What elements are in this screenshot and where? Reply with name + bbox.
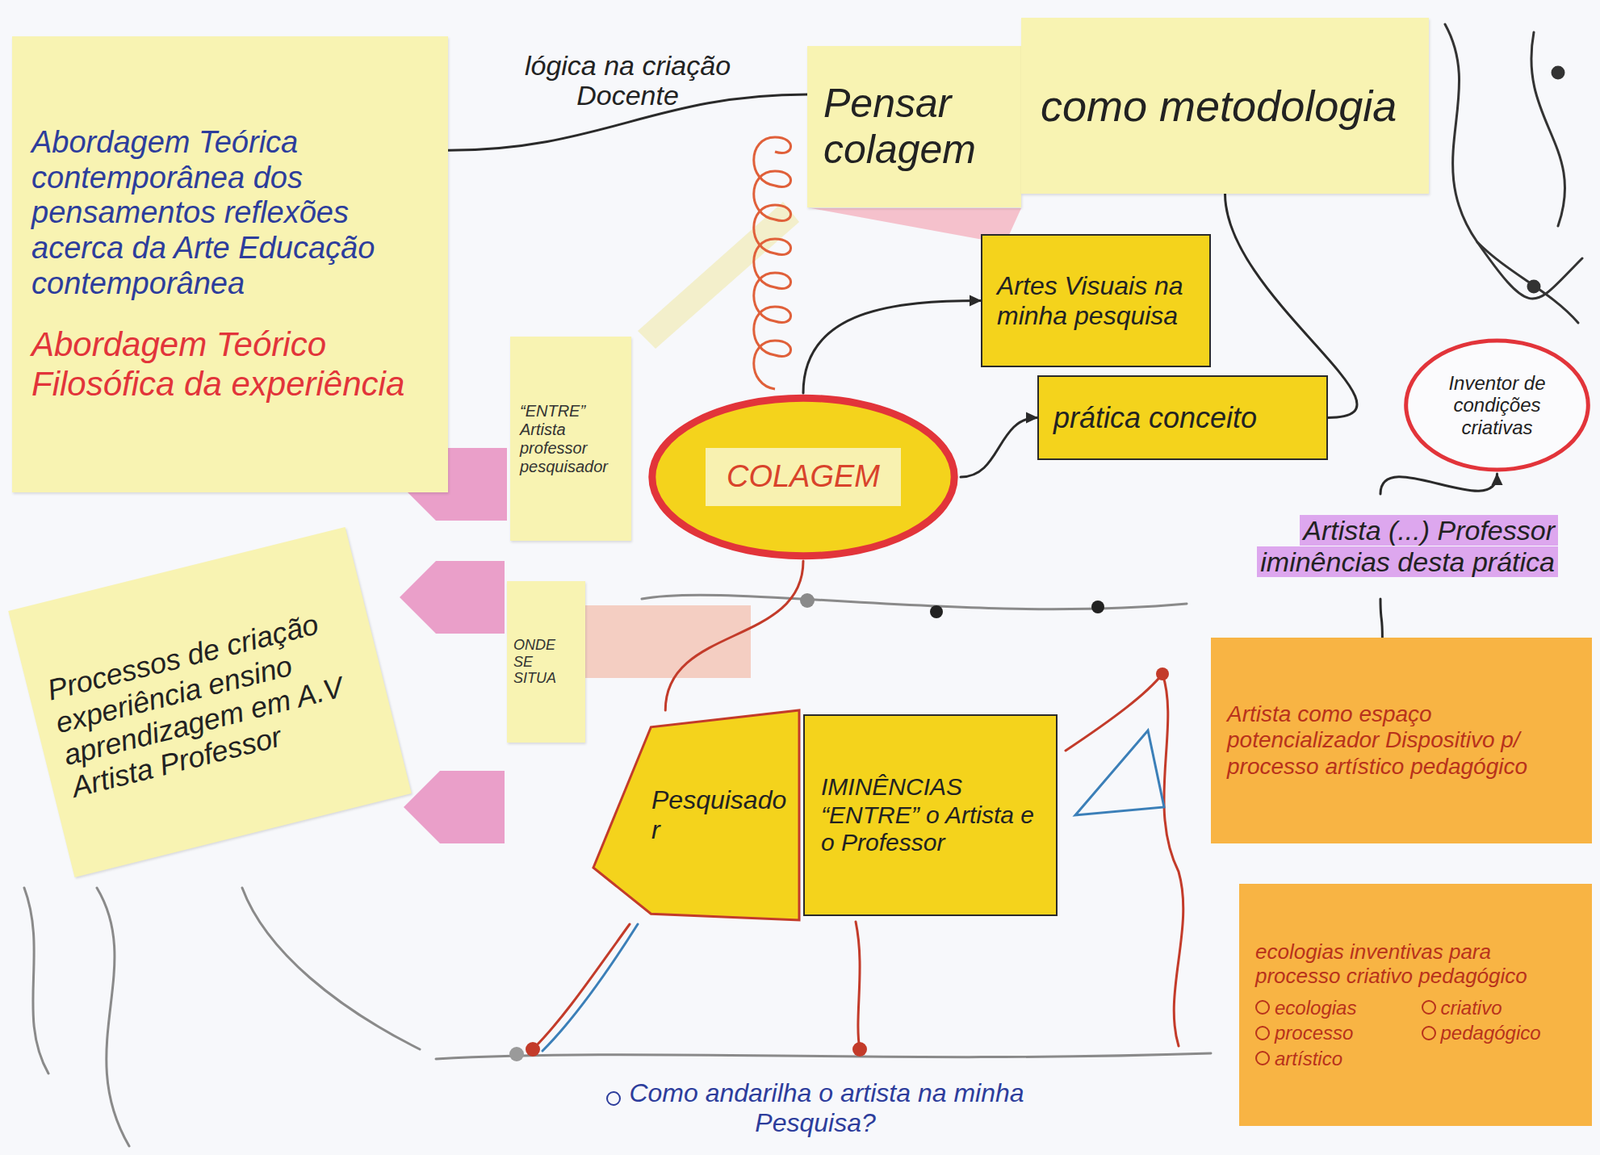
top-right-figure — [1445, 24, 1583, 323]
item-marker — [1255, 1000, 1270, 1015]
connector — [803, 301, 981, 394]
node-text: Inventor de condições criativas — [1426, 372, 1568, 440]
sticky-note: Processos de criação experiência ensino … — [8, 527, 411, 878]
highlight-box: prática conceito — [1037, 375, 1328, 461]
scribble-line — [1445, 24, 1583, 299]
leg-line — [542, 924, 638, 1052]
question-marker — [606, 1091, 621, 1106]
node-text: IMINÊNCIAS “ENTRE” o Artista e o Profess… — [820, 773, 1040, 858]
arrow-shape: Pesquisador — [593, 710, 800, 921]
leg-line — [1075, 730, 1165, 816]
node-text: ecologias — [1274, 996, 1357, 1020]
node-text: como metodologia — [1040, 80, 1410, 131]
figure-outline — [525, 667, 1184, 1057]
node-text: processo — [1274, 1021, 1353, 1045]
scribble-line — [1531, 32, 1566, 227]
scribble-line — [435, 1053, 1211, 1060]
highlight-box: IMINÊNCIAS “ENTRE” o Artista e o Profess… — [803, 714, 1058, 917]
node-text: prática conceito — [1053, 401, 1312, 435]
list-item: criativo — [1421, 996, 1577, 1020]
arrow-outline — [593, 710, 800, 921]
node-text: Pensar colagem — [823, 80, 1006, 174]
pale-strip — [637, 201, 800, 349]
highlight-band: Artista (...) Professor iminências desta… — [1194, 494, 1567, 599]
dot — [509, 1047, 524, 1062]
node-text: Artista (...) Professor iminências desta… — [1256, 515, 1559, 578]
dot — [1156, 667, 1169, 681]
node-text: Abordagem Teórica contemporânea dos pens… — [31, 125, 429, 302]
dot — [525, 1042, 541, 1057]
list-item: pedagógico — [1421, 1021, 1577, 1045]
leg-line — [1065, 674, 1184, 1047]
highlight-region: ecologias inventivas para processo criat… — [1239, 883, 1592, 1127]
node-text: Pesquisador — [651, 785, 792, 846]
leg-line — [532, 924, 630, 1050]
list-item: processo — [1255, 1021, 1411, 1045]
highlight-line: Artista (...) Professor iminências desta… — [1202, 515, 1559, 579]
scribble-line — [96, 887, 130, 1147]
node-text: “ENTRE” Artista professor pesquisador — [519, 402, 622, 477]
ellipse-node: COLAGEM — [645, 393, 961, 562]
node-text: Artes Visuais na minha pesquisa — [996, 271, 1195, 331]
ellipse-outline — [1406, 340, 1589, 470]
dot — [929, 605, 943, 619]
sticky-note: Pensar colagem — [807, 46, 1022, 208]
item-marker — [1421, 1026, 1437, 1041]
node-text: Artista como espaço potencializador Disp… — [1227, 701, 1576, 780]
node-text: Processos de criação experiência ensino … — [44, 599, 377, 805]
connector — [1380, 473, 1498, 495]
highlight-region: Artista como espaço potencializador Disp… — [1210, 637, 1592, 844]
sticky-note: como metodologia — [1021, 17, 1429, 194]
node-text: ONDE SE SITUA — [513, 636, 579, 687]
node-text: artístico — [1274, 1047, 1343, 1071]
dot — [1091, 600, 1105, 614]
dot — [1552, 67, 1564, 79]
item-marker — [1255, 1026, 1270, 1041]
sticky-note: “ENTRE” Artista professor pesquisador — [510, 336, 632, 541]
connector — [960, 418, 1038, 478]
scribble-line — [1477, 242, 1579, 323]
question-note: Como andarilha o artista na minha Pesqui… — [628, 1078, 1024, 1138]
circle-node: Inventor de condições criativas — [1402, 336, 1592, 474]
ellipse-outline — [652, 397, 955, 557]
item-list: ecologias criativo processo pedagógico artís… — [1255, 996, 1576, 1071]
item-marker — [1255, 1051, 1270, 1066]
dot — [852, 1042, 868, 1057]
scribble-line — [24, 887, 49, 1074]
sticky-note: ONDE SE SITUA — [506, 581, 586, 743]
dots — [509, 593, 1105, 1062]
red-coil — [753, 137, 792, 390]
arrow-outline — [593, 710, 800, 921]
sticky-note: Abordagem Teórica contemporânea dos pens… — [12, 36, 449, 493]
scribble-line — [242, 887, 420, 1050]
list-item: artístico — [1255, 1047, 1411, 1071]
pink-arrow-note — [403, 770, 505, 844]
item-marker — [1421, 1000, 1437, 1015]
node-text: pedagógico — [1440, 1021, 1542, 1045]
connector — [1380, 598, 1383, 638]
list-item: ecologias — [1255, 996, 1411, 1020]
leg-line — [855, 921, 860, 1050]
node-text: COLAGEM — [726, 459, 880, 495]
sticky-note: COLAGEM — [705, 448, 901, 507]
highlight-box: Artes Visuais na minha pesquisa — [980, 234, 1211, 368]
dot — [1528, 280, 1540, 293]
dot — [800, 593, 815, 608]
grey-scribbles — [24, 594, 1211, 1147]
pink-arrow-note — [399, 561, 505, 634]
node-text: criativo — [1440, 996, 1503, 1020]
node-text: Abordagem Teórico Filosófica da experiên… — [31, 325, 429, 404]
connector — [665, 561, 804, 711]
node-text: ecologias inventivas para processo criat… — [1255, 940, 1576, 989]
edge-label: lógica na criação Docente — [490, 50, 766, 112]
note-label: Como andarilha o artista na minha Pesqui… — [565, 1078, 1066, 1139]
